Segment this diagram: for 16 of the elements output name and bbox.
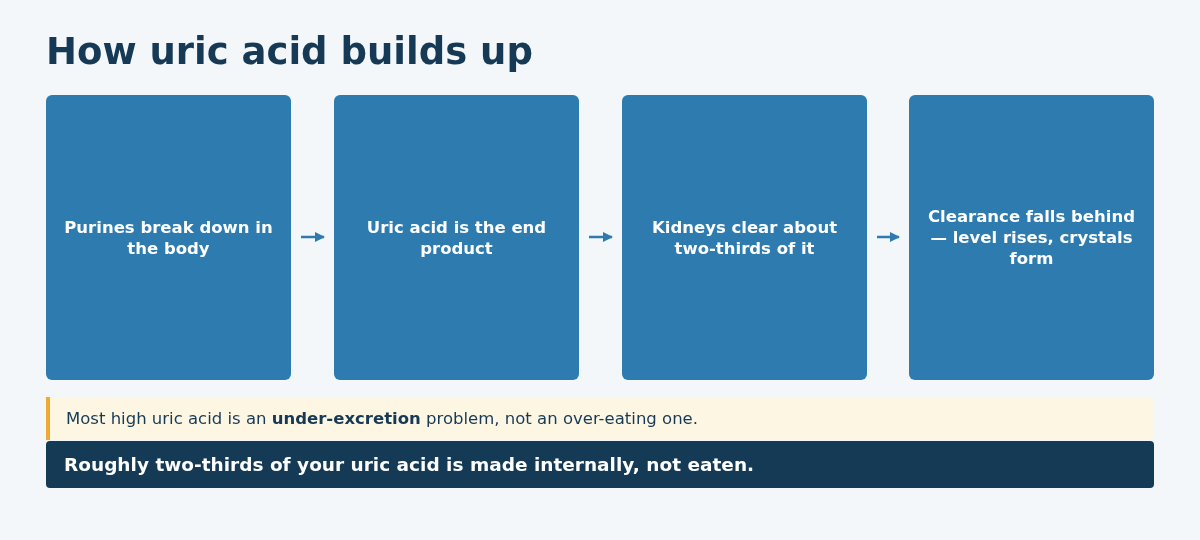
note-text: Most high uric acid is an under-excretion problem, not an over-eating one.: [66, 409, 699, 428]
step-text: Clearance falls behind — level rises, crystals form: [927, 206, 1136, 269]
note-callout: [46, 397, 1154, 440]
step-box: [46, 95, 291, 380]
arrow: [877, 232, 900, 242]
step-text: Uric acid is the end product: [365, 216, 548, 259]
step-text: Kidneys clear about two-thirds of it: [650, 216, 839, 259]
arrow: [301, 232, 325, 242]
summary-banner: [46, 441, 1154, 488]
step-box: [909, 95, 1154, 380]
step-box: [334, 95, 579, 380]
arrow: [589, 232, 613, 242]
step-box: [622, 95, 867, 380]
title: How uric acid builds up: [46, 30, 533, 73]
step-text: Purines break down in the body: [63, 216, 274, 259]
summary-text: Roughly two-thirds of your uric acid is made internally, not eaten.: [64, 454, 755, 475]
